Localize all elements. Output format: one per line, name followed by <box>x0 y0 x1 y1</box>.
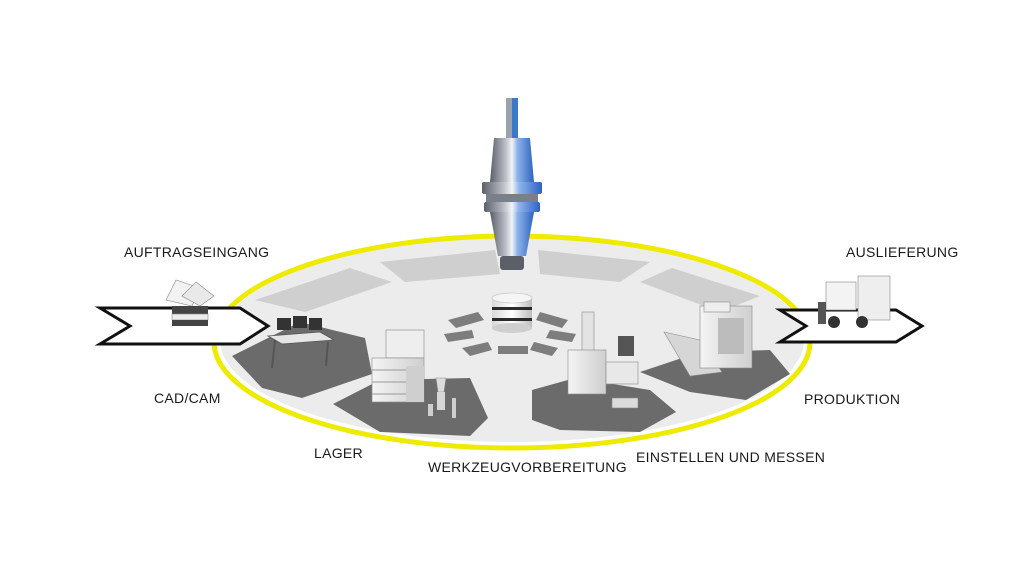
inner-seg-7 <box>536 312 568 328</box>
inner-seg-1 <box>448 312 484 328</box>
cad-workstation-icon <box>266 316 336 369</box>
label-lager: LAGER <box>314 445 363 461</box>
database-icon <box>491 292 533 333</box>
storage-cabinet-icon <box>371 329 456 418</box>
label-cadcam: CAD/CAM <box>154 390 221 406</box>
forklift-icon <box>818 275 891 328</box>
inner-seg-2 <box>444 330 474 342</box>
segment-cadcam <box>232 322 372 398</box>
arrow-out-outline <box>774 308 925 344</box>
back-segments <box>255 250 760 312</box>
inner-seg-6 <box>546 330 576 342</box>
inner-ring <box>444 312 576 356</box>
inner-seg-4 <box>498 346 528 354</box>
segment-produktion <box>640 350 790 400</box>
output-arrow <box>774 275 925 344</box>
segment-back-2 <box>380 250 500 282</box>
label-einstellen-und-messen: EINSTELLEN UND MESSEN <box>636 449 826 465</box>
label-auftragseingang: AUFTRAGSEINGANG <box>124 244 270 260</box>
segment-back-4 <box>640 268 760 312</box>
tool-holder-icon <box>482 98 542 270</box>
input-arrow <box>94 279 271 346</box>
inner-seg-5 <box>530 342 558 356</box>
label-produktion: PRODUKTION <box>804 391 901 407</box>
label-auslieferung: AUSLIEFERUNG <box>846 244 959 260</box>
segment-back-3 <box>538 250 650 282</box>
order-tray-icon <box>165 279 215 326</box>
segment-back-1 <box>255 268 392 312</box>
cnc-machine-icon <box>663 301 753 377</box>
inner-seg-3 <box>462 342 492 356</box>
measuring-machine-icon <box>567 311 639 409</box>
label-werkzeugvorbereitung: WERKZEUGVORBEREITUNG <box>428 459 627 475</box>
